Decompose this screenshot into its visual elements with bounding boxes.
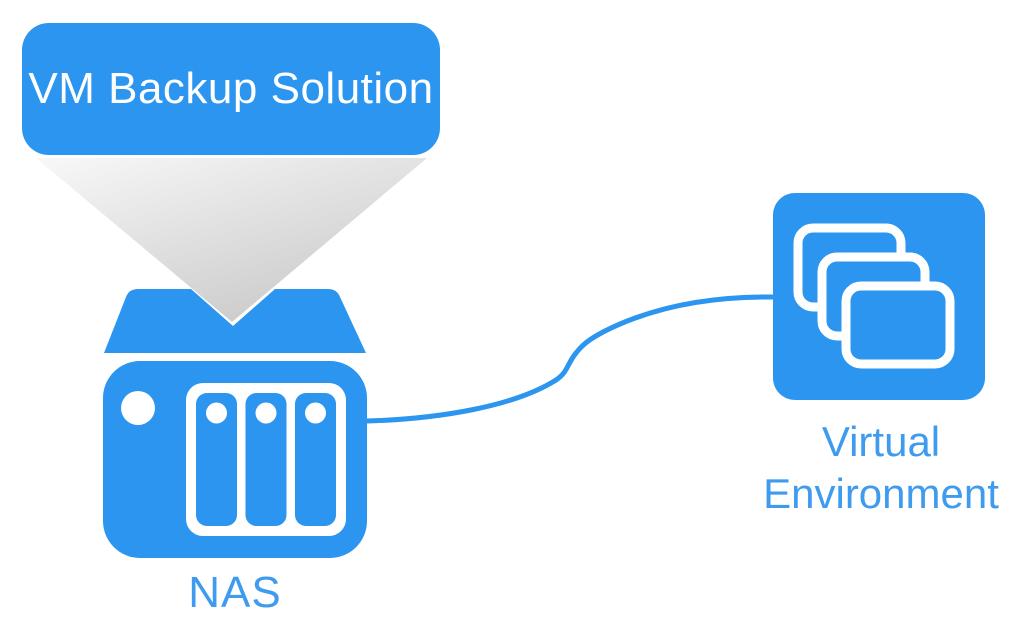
nas-drive-led-icon xyxy=(255,402,277,424)
vm-backup-solution-label: VM Backup Solution xyxy=(28,64,434,113)
nas-power-led-icon xyxy=(121,391,155,425)
nas-lid xyxy=(104,289,366,353)
nas-drive-led-icon xyxy=(206,402,227,424)
nas-to-virtual-connector xyxy=(363,294,777,424)
nas-drive-led-icon xyxy=(305,402,326,424)
nas-drive-bay xyxy=(196,393,237,526)
virtual-environment-icon xyxy=(773,193,985,400)
virtual-environment-label: Virtual Environment xyxy=(733,416,1022,520)
nas-icon xyxy=(103,289,367,558)
nas-label: NAS xyxy=(188,568,282,617)
virtual-environment-label-line1: Virtual xyxy=(821,418,941,465)
funnel-arrow-shape xyxy=(36,158,427,322)
nas-drive-bay xyxy=(295,393,336,526)
vm-window-front-icon xyxy=(841,281,955,369)
vm-backup-solution-box: VM Backup Solution xyxy=(22,23,440,155)
virtual-environment-label-line2: Environment xyxy=(763,470,999,518)
nas-drive-bay xyxy=(245,393,287,526)
